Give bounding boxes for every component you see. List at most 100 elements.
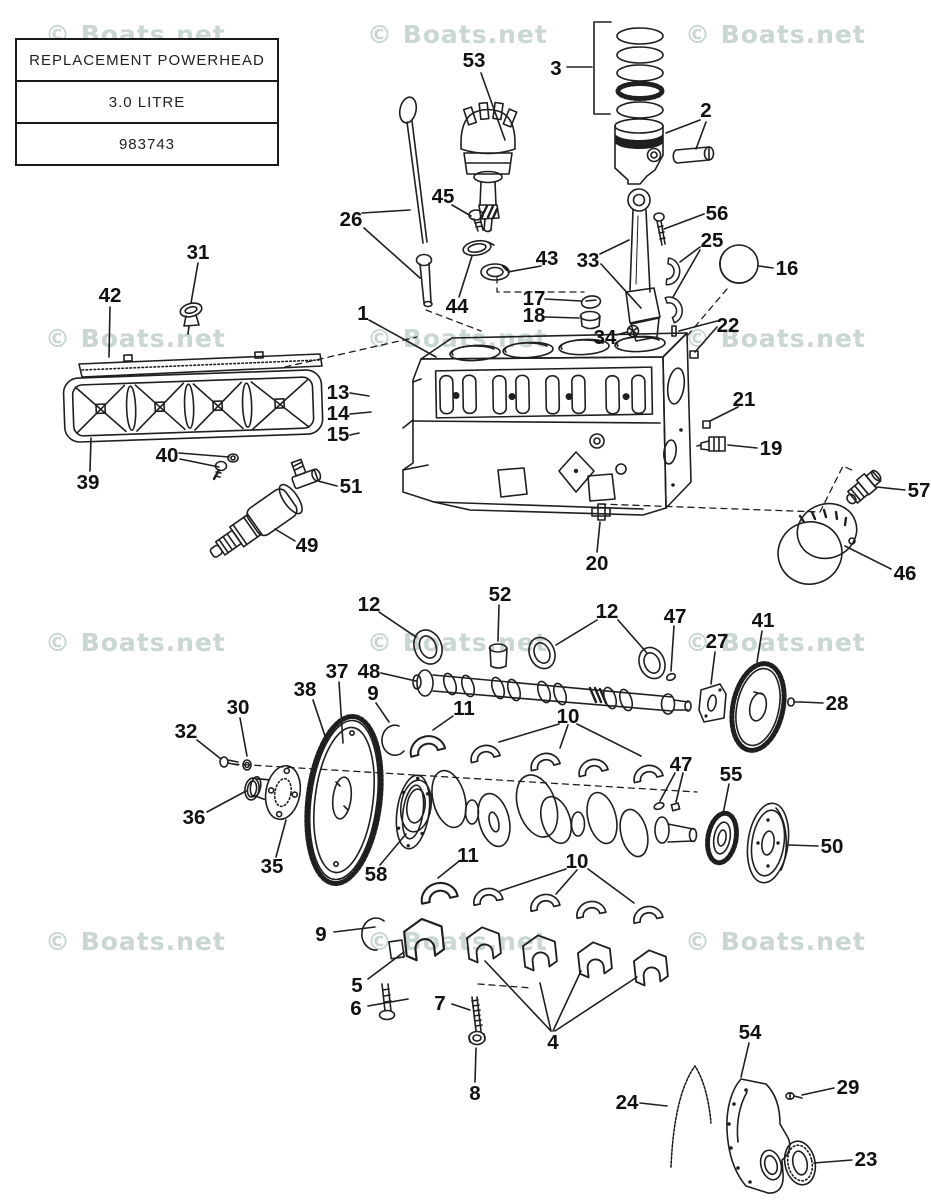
dipstick-drawing bbox=[398, 96, 428, 244]
svg-text:43: 43 bbox=[536, 247, 559, 270]
side-cover-drawing bbox=[62, 369, 324, 443]
svg-text:30: 30 bbox=[227, 696, 250, 719]
fitting-51-drawing bbox=[290, 458, 322, 490]
svg-text:17: 17 bbox=[523, 287, 546, 310]
watermark: © Boats.net bbox=[367, 628, 548, 657]
svg-text:21: 21 bbox=[733, 388, 756, 411]
callout-35: 35 bbox=[261, 819, 287, 878]
svg-text:2: 2 bbox=[700, 99, 711, 122]
svg-text:38: 38 bbox=[294, 678, 317, 701]
callout-6: 6 bbox=[350, 997, 409, 1020]
watermark: © Boats.net bbox=[685, 927, 866, 956]
watermark: © Boats.net bbox=[45, 927, 226, 956]
connecting-rod-drawing bbox=[625, 188, 661, 342]
callout-25: 25 bbox=[672, 229, 724, 298]
svg-text:40: 40 bbox=[156, 444, 179, 467]
callout-12: 12 bbox=[358, 593, 417, 638]
callout-10: 10 bbox=[498, 705, 642, 757]
seal-23-drawing bbox=[783, 1140, 817, 1186]
svg-text:37: 37 bbox=[326, 660, 349, 683]
thrust-washers-9-drawing bbox=[361, 724, 405, 951]
crank-gear-55-drawing bbox=[705, 810, 739, 866]
svg-text:8: 8 bbox=[469, 1082, 480, 1105]
fitting-57-drawing bbox=[846, 469, 882, 505]
plug-21-drawing bbox=[702, 420, 711, 429]
svg-text:25: 25 bbox=[701, 229, 724, 252]
oil-filter-46-drawing bbox=[777, 502, 858, 585]
callout-11: 11 bbox=[432, 697, 475, 731]
svg-text:29: 29 bbox=[837, 1076, 860, 1099]
title-block-line2: 3.0 LITRE bbox=[17, 82, 277, 124]
svg-text:51: 51 bbox=[340, 475, 363, 498]
callout-38: 38 bbox=[294, 678, 326, 737]
callout-18: 18 bbox=[523, 304, 580, 327]
svg-text:11: 11 bbox=[453, 697, 475, 720]
callout-49: 49 bbox=[274, 528, 318, 557]
callout-54: 54 bbox=[739, 1021, 762, 1078]
svg-text:27: 27 bbox=[706, 630, 729, 653]
cover-gasket-drawing bbox=[78, 351, 323, 378]
title-block: REPLACEMENT POWERHEAD 3.0 LITRE 983743 bbox=[15, 38, 279, 166]
svg-text:1: 1 bbox=[357, 302, 368, 325]
svg-text:33: 33 bbox=[577, 249, 600, 272]
svg-text:6: 6 bbox=[350, 997, 361, 1020]
callout-37: 37 bbox=[326, 660, 349, 744]
callout-39: 39 bbox=[77, 437, 99, 494]
watermark: © Boats.net bbox=[685, 324, 866, 353]
callout-3: 3 bbox=[550, 57, 593, 80]
callout-8: 8 bbox=[469, 1047, 481, 1105]
piston-rings-drawing bbox=[615, 27, 665, 119]
cam-gear-41-drawing bbox=[729, 661, 787, 753]
svg-text:12: 12 bbox=[358, 593, 381, 616]
callout-45: 45 bbox=[432, 185, 472, 217]
cam-bearings-12-drawing bbox=[413, 629, 666, 680]
thrust-plate-27-drawing bbox=[698, 683, 727, 723]
lifter-52-drawing bbox=[488, 643, 508, 669]
rod-bearings-25-drawing bbox=[664, 257, 687, 324]
svg-text:55: 55 bbox=[720, 763, 743, 786]
thermostat-31-drawing bbox=[179, 302, 203, 335]
title-block-line1: REPLACEMENT POWERHEAD bbox=[17, 40, 277, 82]
svg-text:5: 5 bbox=[351, 974, 362, 997]
callout-15: 15 bbox=[327, 423, 360, 446]
callout-16: 16 bbox=[758, 257, 798, 280]
svg-text:32: 32 bbox=[175, 720, 198, 743]
pulley-50-drawing bbox=[746, 802, 790, 884]
cap-bolt-6-drawing bbox=[378, 983, 396, 1021]
svg-text:10: 10 bbox=[557, 705, 580, 728]
watermark: © Boats.net bbox=[45, 628, 226, 657]
callout-17: 17 bbox=[523, 287, 582, 310]
svg-text:44: 44 bbox=[446, 295, 469, 318]
expansion-plug-16-drawing bbox=[719, 244, 759, 284]
svg-text:22: 22 bbox=[717, 314, 740, 337]
main-bearings-lower-drawing bbox=[417, 878, 664, 925]
ring-set-bracket bbox=[593, 21, 612, 115]
callout-11: 11 bbox=[437, 844, 479, 879]
callout-23: 23 bbox=[813, 1148, 877, 1171]
callout-41: 41 bbox=[752, 609, 774, 663]
flywheel-drawing bbox=[304, 714, 384, 886]
callout-58: 58 bbox=[365, 833, 407, 886]
callout-21: 21 bbox=[709, 388, 756, 422]
callout-47: 47 bbox=[664, 605, 686, 672]
callout-43: 43 bbox=[507, 247, 559, 273]
svg-text:18: 18 bbox=[523, 304, 546, 327]
callout-29: 29 bbox=[801, 1076, 860, 1099]
callout-56: 56 bbox=[663, 202, 729, 230]
camshaft-drawing bbox=[412, 669, 692, 715]
callout-31: 31 bbox=[187, 241, 209, 304]
callout-55: 55 bbox=[720, 763, 743, 815]
watermark: © Boats.net bbox=[45, 324, 226, 353]
svg-text:36: 36 bbox=[183, 806, 206, 829]
retainer-43-drawing bbox=[480, 263, 510, 281]
callout-34: 34 bbox=[594, 326, 628, 349]
oil-tube-drawing bbox=[415, 253, 433, 308]
seal-44-drawing bbox=[462, 239, 495, 257]
callout-30: 30 bbox=[227, 696, 250, 757]
svg-text:14: 14 bbox=[327, 402, 350, 425]
callout-46: 46 bbox=[844, 545, 916, 585]
svg-text:57: 57 bbox=[908, 479, 931, 502]
callout-27: 27 bbox=[706, 630, 729, 685]
svg-text:56: 56 bbox=[706, 202, 729, 225]
